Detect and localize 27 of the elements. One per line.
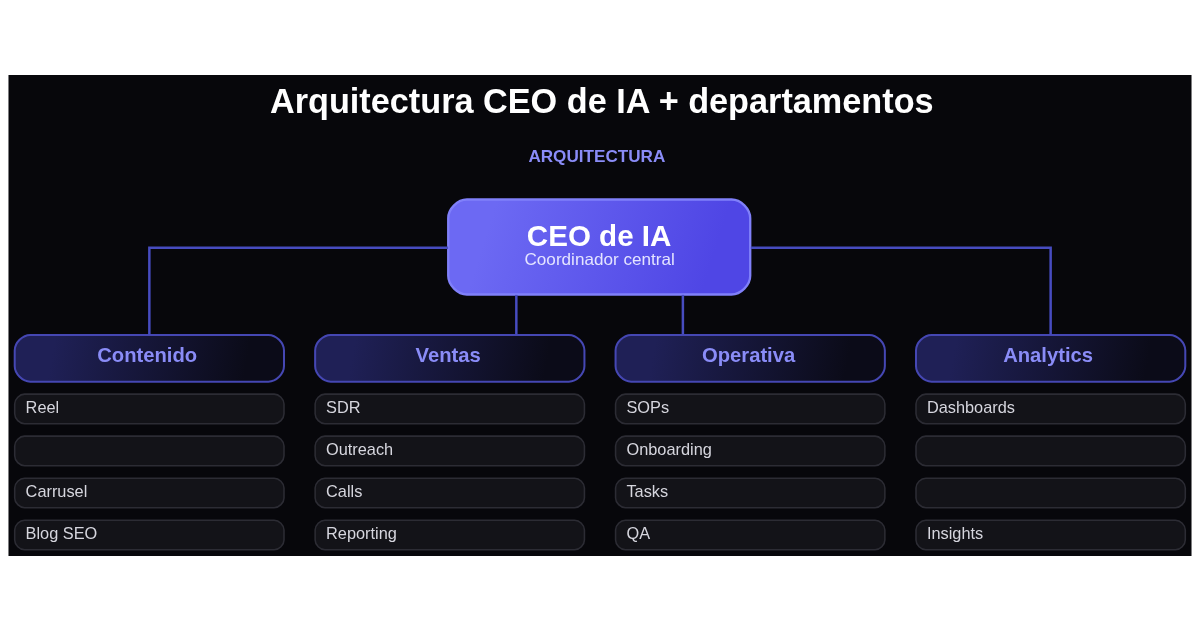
node-box: Reel xyxy=(13,392,285,424)
node-box xyxy=(915,434,1187,466)
node-box: Contenido xyxy=(13,333,285,383)
node-box xyxy=(13,434,285,466)
node-box: SDR xyxy=(314,392,586,424)
node-box xyxy=(915,476,1187,508)
connector xyxy=(750,246,1052,335)
connector xyxy=(515,294,518,334)
node-box: QA xyxy=(614,518,886,551)
node-box: Blog SEO xyxy=(13,518,285,551)
node-box: SOPs xyxy=(614,392,886,424)
node-box: Carrusel xyxy=(13,476,285,508)
label: ARQUITECTURA xyxy=(528,146,666,166)
node-box: Operativa xyxy=(614,333,886,383)
node-box: Calls xyxy=(314,476,586,508)
node-box: Insights xyxy=(915,518,1187,551)
diagram-title: Arquitectura CEO de IA + departamentos xyxy=(269,81,934,120)
node-box: Outreach xyxy=(314,434,586,466)
node-box: Tasks xyxy=(614,476,886,508)
node-box: Onboarding xyxy=(614,434,886,466)
node-box: Reporting xyxy=(314,518,586,551)
node-box: Analytics xyxy=(915,333,1187,383)
node-box: Ventas xyxy=(314,333,586,383)
node-box: Dashboards xyxy=(915,392,1187,424)
connector xyxy=(148,246,449,335)
node-box: CEO de IA Coordinador central xyxy=(447,197,752,296)
connector xyxy=(681,294,685,334)
